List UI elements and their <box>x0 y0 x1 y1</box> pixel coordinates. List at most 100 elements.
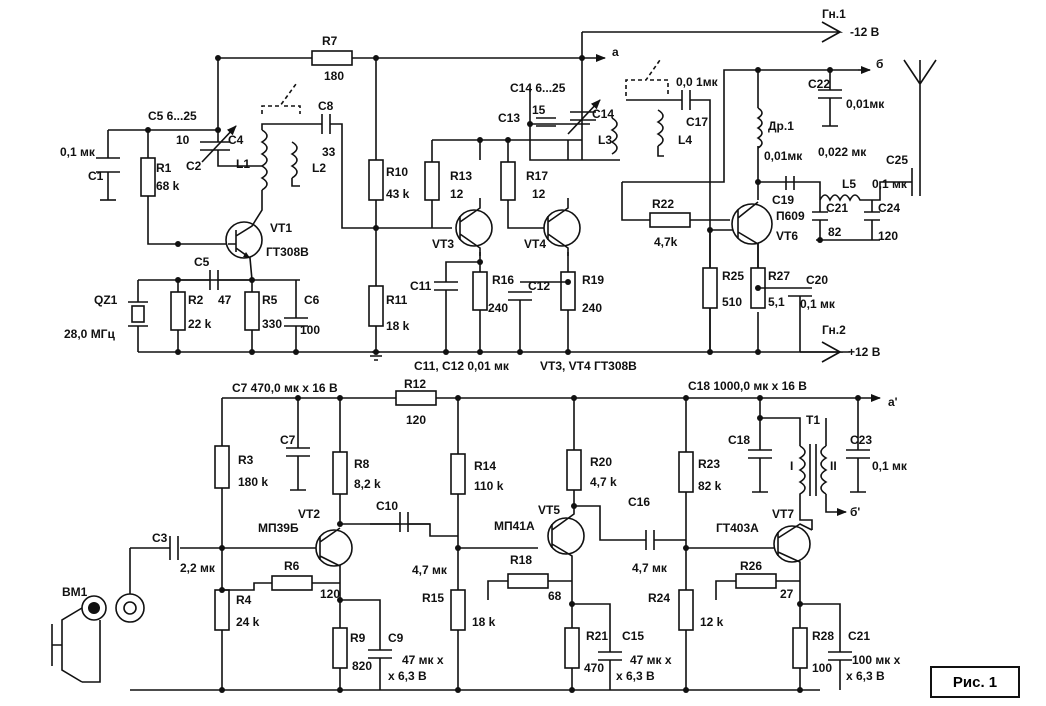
label-r10: R10 <box>386 165 408 179</box>
label-c6: C6 <box>304 293 320 307</box>
resistor-r14 <box>450 453 466 495</box>
cap-c8 <box>321 114 331 134</box>
label-r5: R5 <box>262 293 278 307</box>
label-c5: C5 <box>194 255 210 269</box>
crystal-qz1 <box>131 305 145 323</box>
label-vt4: VT4 <box>524 237 546 251</box>
resistor-r15 <box>450 589 466 631</box>
resistor-r9 <box>332 627 348 669</box>
label-r24-val: 12 k <box>700 615 724 629</box>
vt1-arrow <box>243 252 250 258</box>
jack-inner <box>123 601 137 615</box>
label-r5-val: 330 <box>262 317 282 331</box>
label-gn2-voltage: +12 В <box>848 345 881 359</box>
vt4-leads <box>547 198 569 256</box>
wire-r6 <box>222 582 340 591</box>
cap-c13 <box>536 117 556 127</box>
coil-l4 <box>656 109 664 157</box>
label-r13-val: 12 <box>450 187 464 201</box>
label-r11: R11 <box>386 293 408 307</box>
vt3-leads <box>459 198 481 256</box>
label-c21-top: C21 <box>826 201 848 215</box>
label-r17-val: 12 <box>532 187 546 201</box>
label-c18: C18 <box>728 433 750 447</box>
tank-l3 <box>529 88 620 161</box>
label-r16: R16 <box>492 273 514 287</box>
label-r24: R24 <box>648 591 670 605</box>
label-c14-range: C14 6...25 <box>510 81 566 95</box>
label-r8: R8 <box>354 457 370 471</box>
label-r21: R21 <box>586 629 608 643</box>
label-c8-val: 33 <box>322 145 336 159</box>
label-r26-val: 27 <box>780 587 794 601</box>
label-c13-val: 15 <box>532 103 546 117</box>
cap-c6 <box>284 317 308 327</box>
resistor-r11 <box>368 285 384 327</box>
label-c19-val: 0,01мк <box>764 149 803 163</box>
coupling-dash-2 <box>625 59 669 96</box>
label-c12: C12 <box>528 279 550 293</box>
transformer-t1-secondary <box>820 418 846 512</box>
label-l5: L5 <box>842 177 856 191</box>
cap-c25 <box>911 110 921 196</box>
vt1-leads <box>228 190 263 281</box>
resistor-r13 <box>424 161 440 201</box>
label-c20: C20 <box>806 273 828 287</box>
label-r27-val: 5,1 <box>768 295 785 309</box>
label-c10: C10 <box>376 499 398 513</box>
label-vt5: VT5 <box>538 503 560 517</box>
label-r23-val: 82 k <box>698 479 722 493</box>
label-c21-bottom-val: 100 мк x <box>852 653 901 667</box>
label-t1-w1: I <box>790 459 793 473</box>
label-c4: C4 <box>228 133 244 147</box>
label-vt2-type: МП39Б <box>258 521 299 535</box>
label-vt7: VT7 <box>772 507 794 521</box>
label-vt6: VT6 <box>776 229 798 243</box>
transformer-t1-core <box>809 444 817 496</box>
resistor-r25 <box>702 267 718 309</box>
cap-c15 <box>598 651 622 661</box>
resistor-r28 <box>792 627 808 669</box>
transistor-vt5 <box>547 517 585 555</box>
label-t1: T1 <box>806 413 820 427</box>
label-r11-val: 18 k <box>386 319 410 333</box>
cap-c22 <box>818 89 842 127</box>
label-gn1: Гн.1 <box>822 7 846 21</box>
label-r15: R15 <box>422 591 444 605</box>
label-c24: C24 <box>878 201 900 215</box>
label-r22: R22 <box>652 197 674 211</box>
resistor-r6 <box>271 575 313 591</box>
label-c21-bottom: C21 <box>848 629 870 643</box>
label-r22-val: 4,7k <box>654 235 678 249</box>
label-c5-val: 47 <box>218 293 232 307</box>
antenna <box>903 59 937 110</box>
transistor-vt4 <box>543 209 581 247</box>
resistor-r3 <box>214 445 230 489</box>
mic-connector-pin <box>88 602 100 614</box>
label-c3: C3 <box>152 531 168 545</box>
resistor-r24 <box>678 589 694 631</box>
label-r12-val: 120 <box>406 413 426 427</box>
resistor-r18 <box>507 573 549 589</box>
label-c11: C11 <box>410 279 432 293</box>
vt7-leads <box>777 523 813 580</box>
resistor-r20 <box>566 449 582 491</box>
label-r8-val: 8,2 k <box>354 477 381 491</box>
label-vt1-type: ГТ308В <box>266 245 309 259</box>
wire-r18 <box>487 580 611 690</box>
coil-l1 <box>260 129 268 191</box>
label-dr1: Др.1 <box>768 119 794 133</box>
label-r28: R28 <box>812 629 834 643</box>
label-r7-val: 180 <box>324 69 344 83</box>
cap-c17 <box>681 90 691 110</box>
coil-l5 <box>819 181 912 202</box>
resistor-r21 <box>564 627 580 669</box>
wire-r23-r24 <box>685 398 780 690</box>
figure-label: Рис. 1 <box>930 666 1020 698</box>
label-node-b: б <box>876 57 883 71</box>
label-r9: R9 <box>350 631 366 645</box>
label-vt1: VT1 <box>270 221 292 235</box>
wire-emitter-vt1 <box>137 279 300 352</box>
resistor-r22 <box>649 212 691 228</box>
